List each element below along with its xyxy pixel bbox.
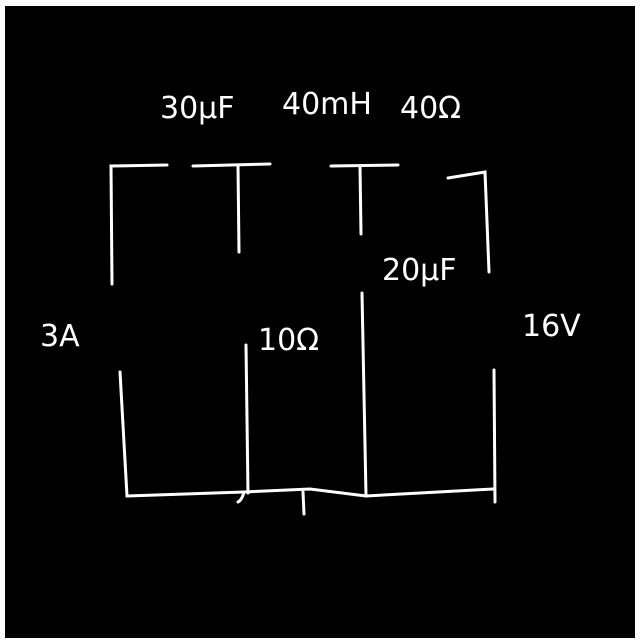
label-res-40ohm: 40Ω [400, 91, 461, 126]
ground-stub [301, 490, 306, 516]
wire-res-10-branch [244, 343, 250, 495]
junction-mark [236, 490, 246, 504]
label-cap-30uf: 30μF [160, 91, 235, 126]
wire-inductor-lead [358, 164, 363, 236]
wire-center-branch [360, 291, 368, 498]
wire-inductor-top [329, 163, 400, 168]
wire-cap-30uf-lead [236, 164, 241, 254]
wire-bottom [242, 487, 495, 498]
label-inductor-40mh: 40mH [282, 87, 372, 122]
wire-right-branch [492, 368, 497, 504]
label-voltage-source-16v: 16V [522, 309, 581, 344]
label-res-10ohm: 10Ω [258, 323, 319, 358]
wires [109, 162, 497, 516]
wire-top-right [446, 170, 491, 274]
wire-cap-30uf-plate [191, 162, 272, 168]
label-current-source-3a: 3A [40, 319, 80, 354]
diagram-background [5, 6, 635, 638]
wire-left-branch [118, 370, 246, 498]
label-cap-20uf: 20μF [382, 253, 457, 288]
wire-top-left [109, 163, 169, 286]
